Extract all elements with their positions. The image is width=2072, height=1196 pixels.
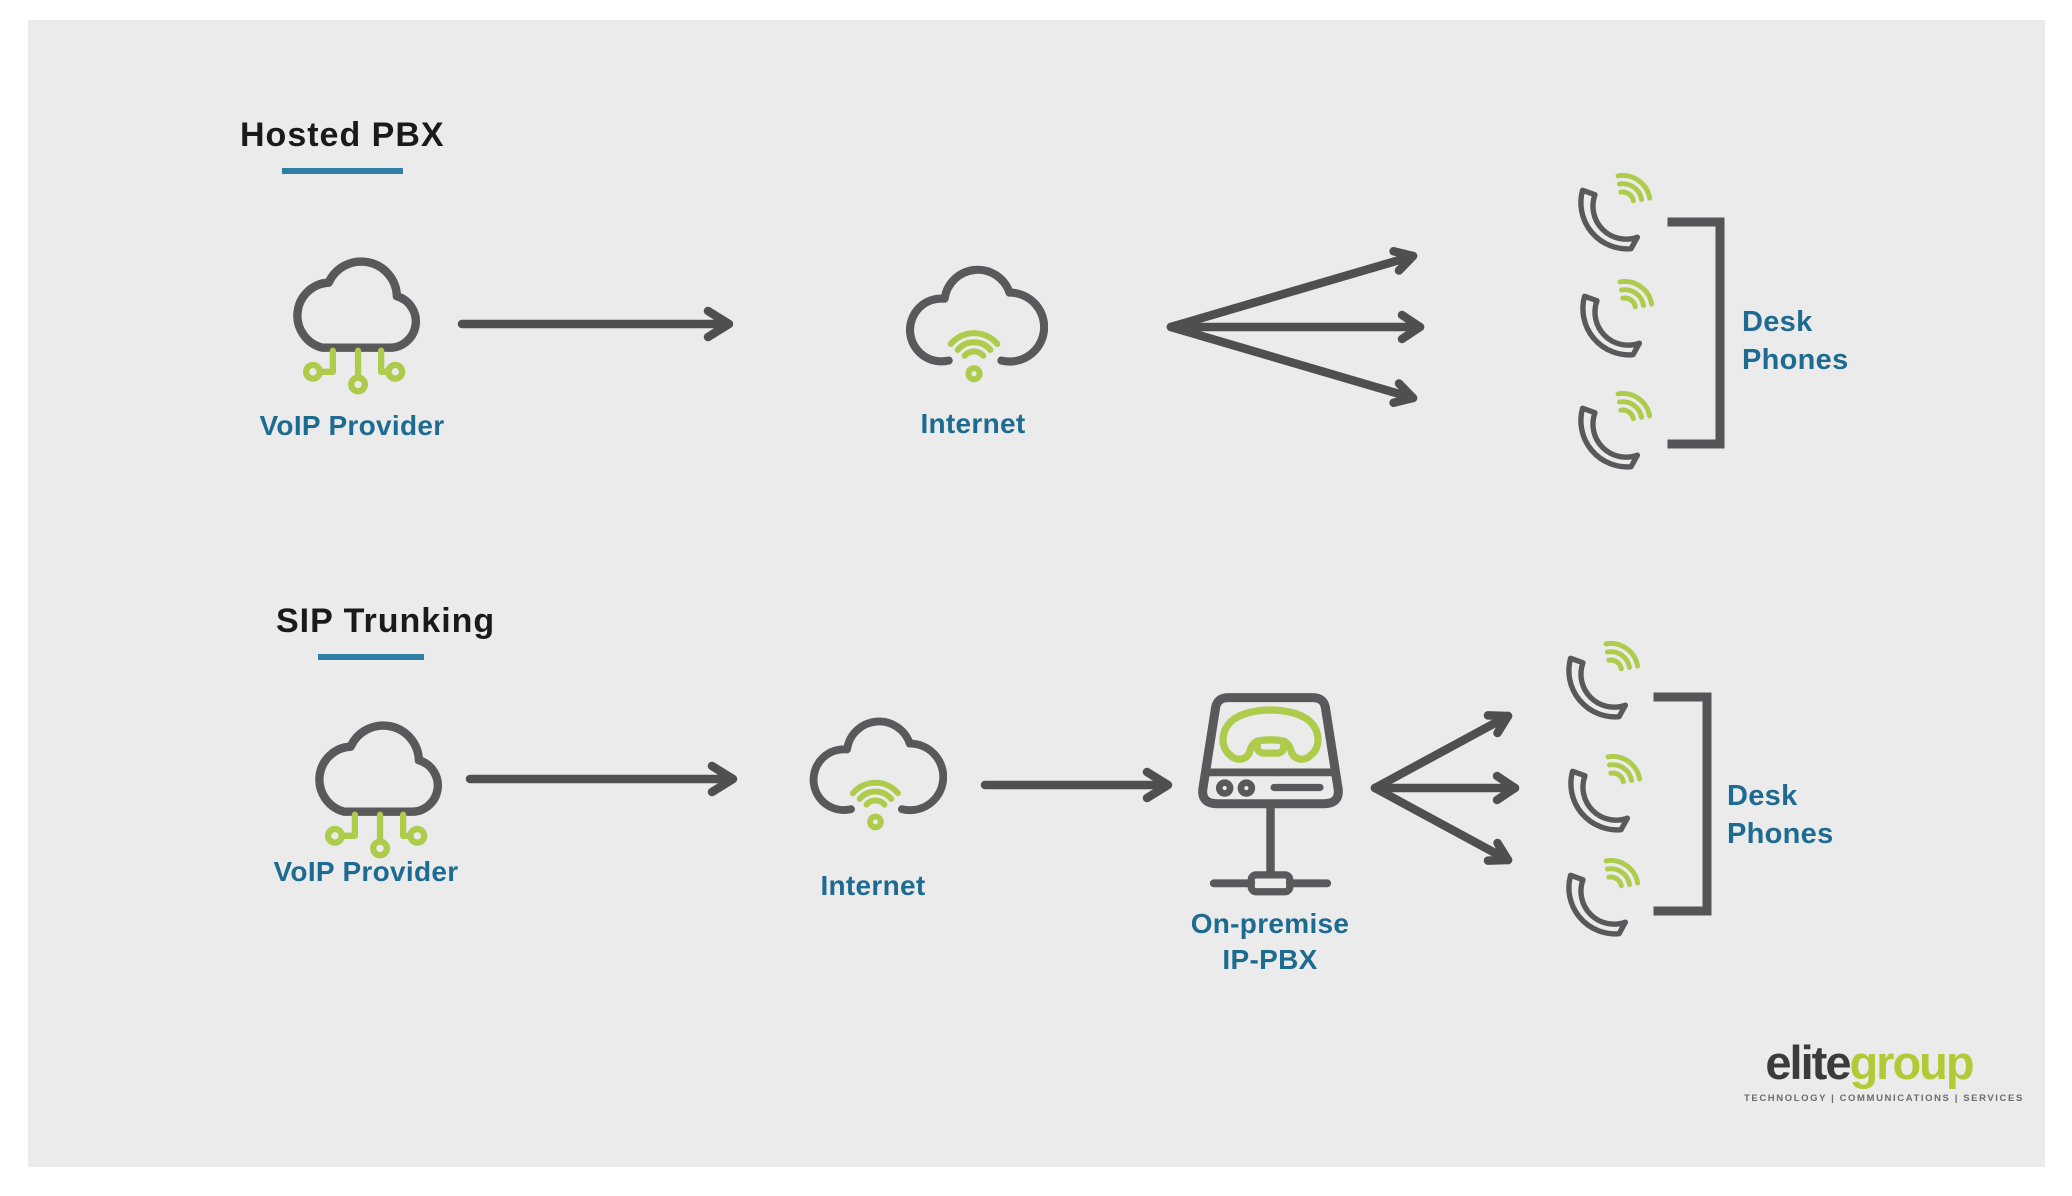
group-bracket [1653, 692, 1712, 916]
elitegroup-logo: elitegroup TECHNOLOGY | COMMUNICATIONS |… [1744, 1038, 2024, 1105]
logo-tagline: TECHNOLOGY | COMMUNICATIONS | SERVICES [1744, 1093, 2024, 1104]
cloud-network-icon [278, 248, 436, 397]
fan-out-arrows-icon [1370, 711, 1520, 865]
logo-elite-text: elite [1765, 1036, 1851, 1089]
group-bracket [1667, 217, 1725, 449]
phone-signal-icon [1556, 641, 1644, 727]
phone-signal-icon [1568, 173, 1656, 259]
phone-signal-icon [1558, 754, 1646, 840]
arrow-right-icon [457, 306, 734, 342]
diagram-canvas: Hosted PBX VoIP Provider Internet Desk P… [28, 20, 2045, 1167]
desk-phones-label: Desk Phones [1742, 306, 1849, 376]
section-title-sip-trunking: SIP Trunking [276, 602, 496, 640]
pbx-appliance-icon [1168, 688, 1373, 905]
title-underline [282, 168, 403, 174]
ip-pbx-label: On-premise IP-PBX [1190, 908, 1350, 975]
cloud-wifi-icon [896, 260, 1048, 384]
voip-provider-label: VoIP Provider [259, 410, 445, 441]
cloud-network-icon [300, 712, 458, 861]
section-title-hosted-pbx: Hosted PBX [240, 116, 445, 154]
fan-out-arrows-icon [1166, 247, 1425, 407]
arrow-right-icon [465, 761, 738, 797]
logo-wordmark: elitegroup [1744, 1038, 1994, 1088]
phone-signal-icon [1568, 391, 1656, 477]
voip-provider-label: VoIP Provider [273, 856, 459, 887]
phone-signal-icon [1570, 279, 1658, 365]
arrow-right-icon [980, 767, 1173, 803]
desk-phones-label: Desk Phones [1727, 780, 1834, 850]
cloud-wifi-icon [800, 712, 947, 832]
internet-label: Internet [820, 870, 926, 901]
phone-signal-icon [1556, 858, 1644, 944]
logo-group-text: group [1849, 1036, 1974, 1089]
internet-label: Internet [920, 408, 1026, 439]
title-underline [318, 654, 424, 660]
